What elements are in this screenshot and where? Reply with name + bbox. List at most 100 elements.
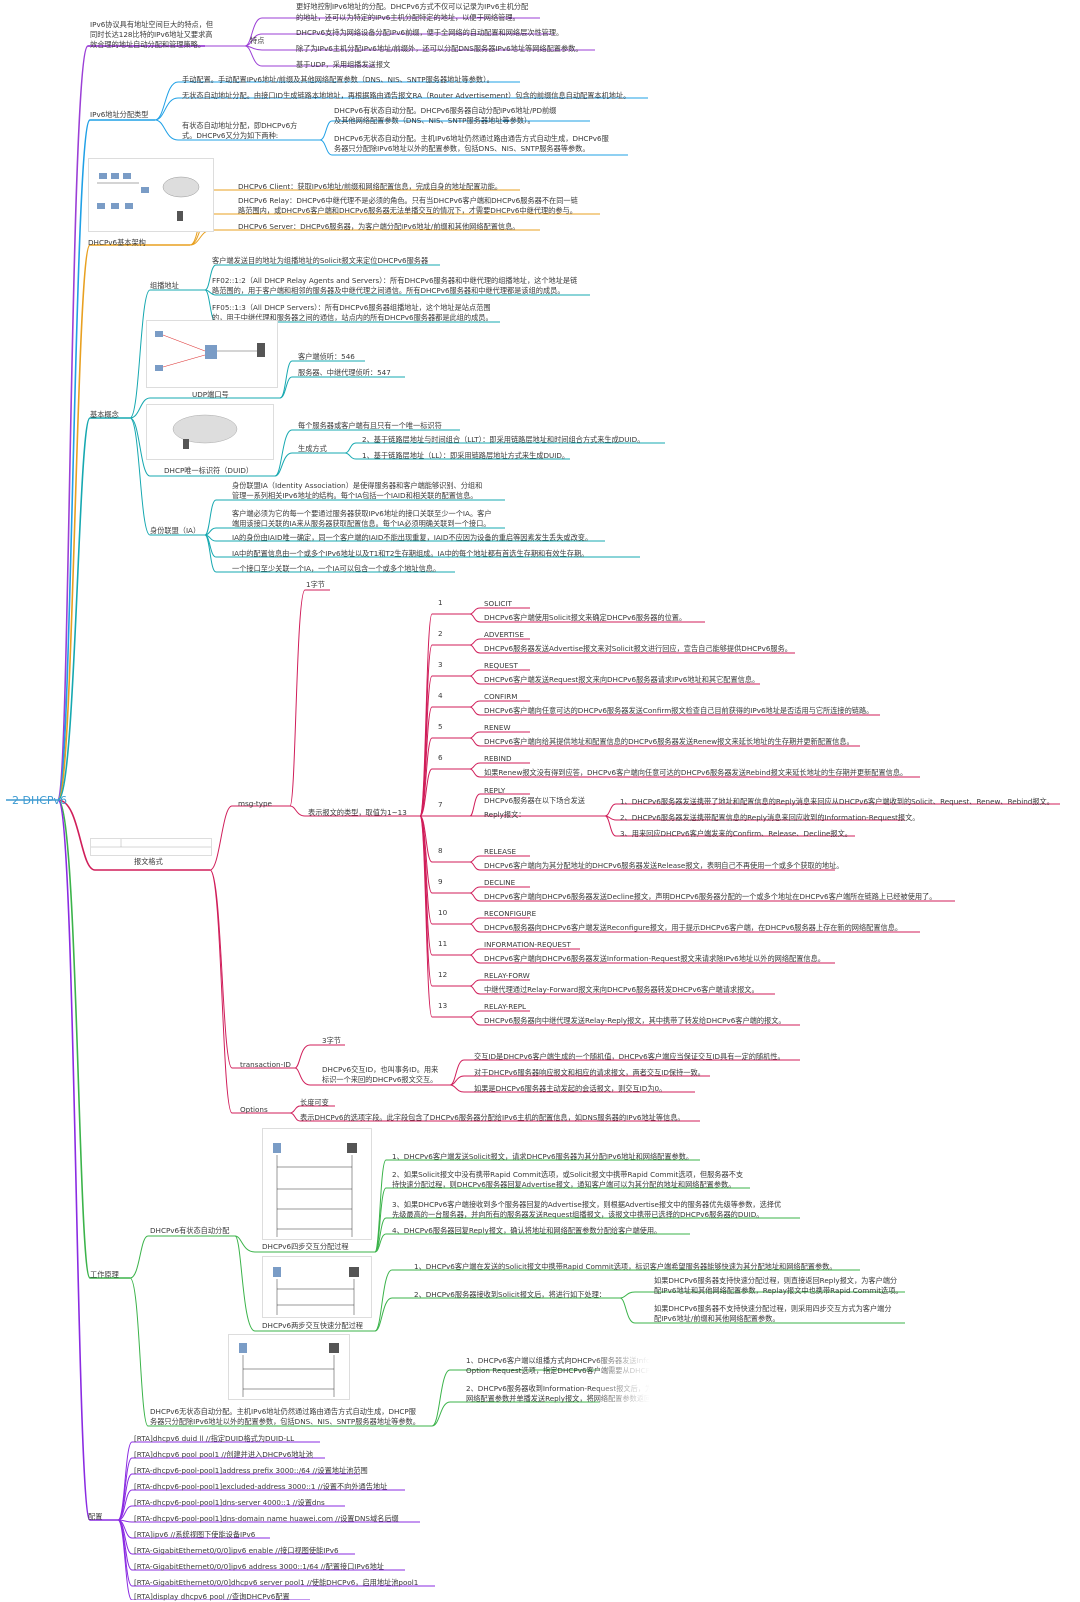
duid-gen: 生成方式 [298, 444, 327, 453]
tid-bytes: 3字节 [322, 1036, 341, 1045]
assign-s2a: DHCPv6无状态自动分配。主机IPv6地址仍然通过路由通告方式自动生成，DHC… [334, 134, 609, 143]
options-length: 长度可变 [300, 1098, 329, 1107]
msgtype-bytes: 1字节 [306, 580, 325, 589]
multicast-node: 组播地址 [150, 281, 179, 290]
reply-scene-2: Reply报文： [484, 810, 526, 819]
udp-server: 服务器、中继代理侦听：547 [298, 368, 391, 377]
two-2b2: 配IPv6地址/前缀和其他网络配置参数。 [654, 1314, 780, 1323]
msgtype-name: RECONFIGURE [484, 909, 537, 918]
msgtype-number: 12 [438, 970, 448, 979]
ia-3: IA的身份由IAID唯一确定，同一个客户端的IAID不能出现重复，IAID不应因… [232, 533, 593, 542]
reply-case-1: 1、DHCPv6服务器发送携带了地址和配置信息的Reply消息来回应从DHCPv… [620, 797, 1054, 806]
config-command: [RTA-GigabitEthernet0/0/0]dhcpv6 server … [134, 1578, 419, 1587]
arch-relay-2: 路范围内，或DHCPv6客户端和DHCPv6服务器无法单播交互的情况下，才需要D… [238, 206, 577, 215]
tid-node: transaction-ID [240, 1060, 291, 1069]
four-4: 4、DHCPv6服务器回复Reply报文，确认将地址和网络配置参数分配给客户端使… [392, 1226, 662, 1235]
udp-figure [146, 320, 278, 388]
msgtype-description: DHCPv6客户端向DHCPv6服务器发送Information-Request… [484, 954, 825, 963]
msgtype-number: 7 [438, 800, 443, 809]
arch-client: DHCPv6 Client：获取IPv6地址/前缀和网络配置信息，完成自身的地址… [238, 182, 502, 191]
msgtype-number: 1 [438, 598, 443, 607]
fade-overlay [590, 1330, 830, 1410]
msgtype-number: 3 [438, 660, 443, 669]
multicast-3a: FF05::1:3（All DHCP Servers）：所有DHCPv6服务器组… [212, 303, 491, 312]
arch-relay-1: DHCPv6 Relay：DHCPv6中继代理不是必须的角色。只有当DHCPv6… [238, 196, 578, 205]
multicast-3b: 的，用于中继代理和服务器之间的通信，站点内的所有DHCPv6服务器都是此组的成员… [212, 313, 493, 322]
stateless-2: 务器只分配除IPv6地址以外的配置参数，包括DNS、NIS、SNTP服务器地址等… [150, 1417, 420, 1426]
msgtype-description: DHCPv6服务器向中继代理发送Relay-Reply报文，其中携带了转发给DH… [484, 1016, 786, 1025]
msgtype-desc: 表示报文的类型，取值为1~13 [308, 808, 407, 817]
msgtype-number: 9 [438, 877, 443, 886]
msgtype-number: 4 [438, 691, 443, 700]
intro-line-3: 效合理的地址自动分配和管理策略。 [90, 40, 206, 49]
assign-stateless: 无状态自动地址分配。由接口ID生成链路本地地址，再根据路由通告报文RA（Rout… [182, 91, 631, 100]
msgtype-description: DHCPv6客户端发送Request报文来向DHCPv6服务器请求IPv6地址和… [484, 675, 760, 684]
assign-stateful-1: 有状态自动地址分配，即DHCPv6方 [182, 121, 298, 130]
feature-1a: 更好地控制IPv6地址的分配。DHCPv6方式不仅可以记录为IPv6主机分配 [296, 2, 529, 11]
config-command: [RTA]display dhcpv6 pool //查询DHCPv6配置 [134, 1592, 290, 1601]
msgtype-description: 中继代理通过Relay-Forward报文来向DHCPv6服务器转发DHCPv6… [484, 985, 759, 994]
two-2: 2、DHCPv6服务器接收到Solicit报文后，将进行如下处理： [414, 1290, 606, 1299]
msgtype-description: DHCPv6客户端向DHCPv6服务器发送Decline报文，声明DHCPv6服… [484, 892, 937, 901]
ia-4: IA中的配置信息由一个或多个IPv6地址以及T1和T2生存期组成。IA中的每个地… [232, 549, 589, 558]
config-command: [RTA-GigabitEthernet0/0/0]ipv6 address 3… [134, 1562, 384, 1571]
assign-s1a: DHCPv6有状态自动分配。DHCPv6服务器自动分配IPv6地址/PD前缀 [334, 106, 557, 115]
ia-2a: 客户端必须为它的每一个要通过服务器获取IPv6地址的接口关联至少一个IA。客户 [232, 509, 492, 518]
tid-desc-2: 标识一个来回的DHCPv6报文交互。 [322, 1075, 438, 1084]
msgtype-name: CONFIRM [484, 692, 518, 701]
stateful-node: DHCPv6有状态自动分配 [150, 1226, 230, 1235]
assign-s1b: 及其他网络配置参数（DNS、NIS、SNTP服务器地址等参数）。 [334, 116, 535, 125]
config-command: [RTA-dhcpv6-pool-pool1]dns-domain name h… [134, 1514, 399, 1523]
two-step-node: DHCPv6两步交互快速分配过程 [262, 1321, 363, 1330]
ia-1b: 管理一系列相关IPv6地址的结构。每个IA包括一个IAID和相关联的配置信息。 [232, 491, 478, 500]
four-3a: 3、如果DHCPv6客户端接收到多个服务器回复的Advertise报文，则根据A… [392, 1200, 782, 1209]
msgtype-name: RELAY-REPL [484, 1002, 527, 1011]
config-command: [RTA]dhcpv6 duid ll //指定DUID格式为DUID-LL [134, 1434, 295, 1443]
config-node: 配置 [88, 1512, 103, 1521]
two-step-figure [262, 1256, 372, 1318]
msgtype-number: 6 [438, 753, 443, 762]
concept-node: 基本概念 [90, 410, 119, 419]
ia-1a: 身份联盟IA（Identity Association）是使得服务器和客户端能够… [232, 481, 483, 490]
four-3b: 先级最高的一台服务器，并向所有的服务器发送Request组播报文，该报文中携带已… [392, 1210, 764, 1219]
intro-line-2: 同时长达128比特的IPv6地址又要求高 [90, 30, 213, 39]
feature-1b: 的地址，还可以为特定的IPv6主机分配特定的地址，以便于网络管理。 [296, 13, 520, 22]
tid-2: 对于DHCPv6服务器响应报文和相应的请求报文，两者交互ID保持一致。 [474, 1068, 705, 1077]
config-command: [RTA]ipv6 //系统视图下使能设备IPv6 [134, 1530, 256, 1539]
config-command: [RTA-dhcpv6-pool-pool1]excluded-address … [134, 1482, 388, 1491]
msgtype-name: DECLINE [484, 878, 516, 887]
msgtype-number: 2 [438, 629, 443, 638]
reply-case-3: 3、用来回应DHCPv6客户端发来的Confirm、Release、Declin… [620, 829, 852, 838]
msgtype-number: 8 [438, 846, 443, 855]
four-step-node: DHCPv6四步交互分配过程 [262, 1242, 349, 1251]
duid-unique: 每个服务器或客户端有且只有一个唯一标识符 [298, 421, 442, 430]
config-command: [RTA]dhcpv6 pool pool1 //创建并进入DHCPv6地址池 [134, 1450, 313, 1459]
sequence-diagram-icon [273, 1143, 357, 1237]
four-2a: 2、如果Solicit报文中没有携带Rapid Commit选项，或Solici… [392, 1170, 744, 1179]
feature-2: DHCPv6支持为网络设备分配IPv6前缀，便于全网络的自动配置和网络层次性管理… [296, 28, 564, 37]
udp-port-icon [155, 331, 265, 371]
multicast-2a: FF02::1:2（All DHCP Relay Agents and Serv… [212, 276, 578, 285]
msgtype-description: DHCPv6客户端使用Solicit报文来确定DHCPv6服务器的位置。 [484, 613, 687, 622]
feature-3: 除了为IPv6主机分配IPv6地址/前缀外，还可以分配DNS服务器IPv6地址等… [296, 44, 583, 53]
multicast-2b: 路范围的，用于客户端和相邻的服务器及中继代理之间通信。所有DHCPv6服务器和中… [212, 286, 565, 295]
msgtype-name: ADVERTISE [484, 630, 524, 639]
feature-4: 基于UDP，采用组播发送报文 [296, 60, 391, 69]
root-node: 2 DHCPv6 [12, 794, 68, 807]
two-2a1: 如果DHCPv6服务器支持快速分配过程，则直接返回Reply报文，为客户端分 [654, 1276, 898, 1285]
msgtype-number: 11 [438, 939, 448, 948]
msgtype-description: DHCPv6服务器发送Advertise报文来对Solicit报文进行回应，宣告… [484, 644, 792, 653]
branch-concept [57, 417, 130, 801]
feature-node: 特点 [250, 36, 265, 45]
options-node: Options [240, 1105, 268, 1114]
msgtype-name: RELAY-FORW [484, 971, 530, 980]
sequence-diagram-2-icon [273, 1267, 359, 1315]
packet-header-icon [91, 839, 211, 848]
msgtype-description: 如果Renew报文没有得到应答，DHCPv6客户端向任意可达的DHCPv6服务器… [484, 768, 908, 777]
two-2b1: 如果DHCPv6服务器不支持快速分配过程，则采用四步交互方式为客户端分 [654, 1304, 892, 1313]
multicast-1: 客户端发送目的地址为组播地址的Solicit报文来定位DHCPv6服务器 [212, 256, 429, 265]
intro-line-1: IPv6协议具有地址空间巨大的特点，但 [90, 20, 214, 29]
udp-client: 客户端侦听：546 [298, 352, 355, 361]
branch-format [57, 799, 210, 871]
